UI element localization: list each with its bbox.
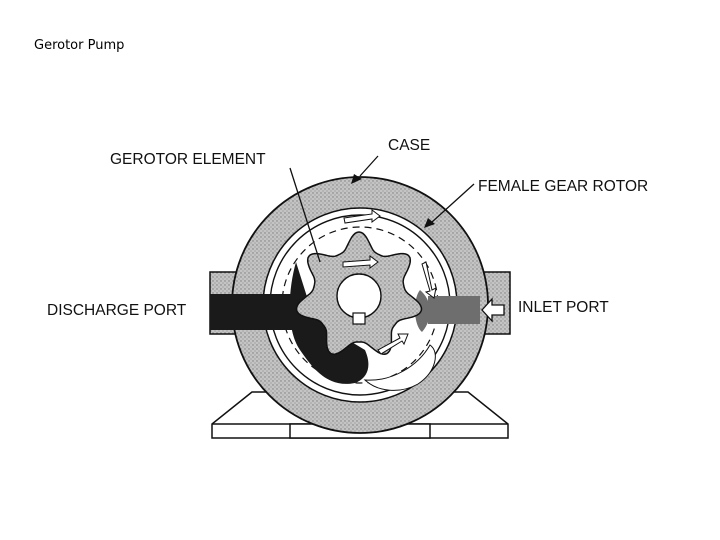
label-case: CASE: [388, 137, 430, 154]
inlet-arrow-icon: [481, 297, 505, 323]
label-female-gear-rotor: FEMALE GEAR ROTOR: [478, 178, 648, 195]
rotor-bore: [336, 273, 382, 319]
rotation-arrows: [342, 209, 437, 355]
label-gerotor-element: GEROTOR ELEMENT: [110, 151, 266, 168]
discharge-fluid: [210, 262, 369, 384]
label-discharge-port: DISCHARGE PORT: [47, 302, 187, 319]
leader-lines: [289, 155, 475, 263]
rotor-keyway: [352, 312, 366, 325]
crescent-detail: [363, 344, 436, 391]
label-inlet-port: INLET PORT: [518, 299, 609, 316]
page-title: Gerotor Pump: [34, 38, 125, 53]
inlet-fluid: [414, 290, 480, 332]
